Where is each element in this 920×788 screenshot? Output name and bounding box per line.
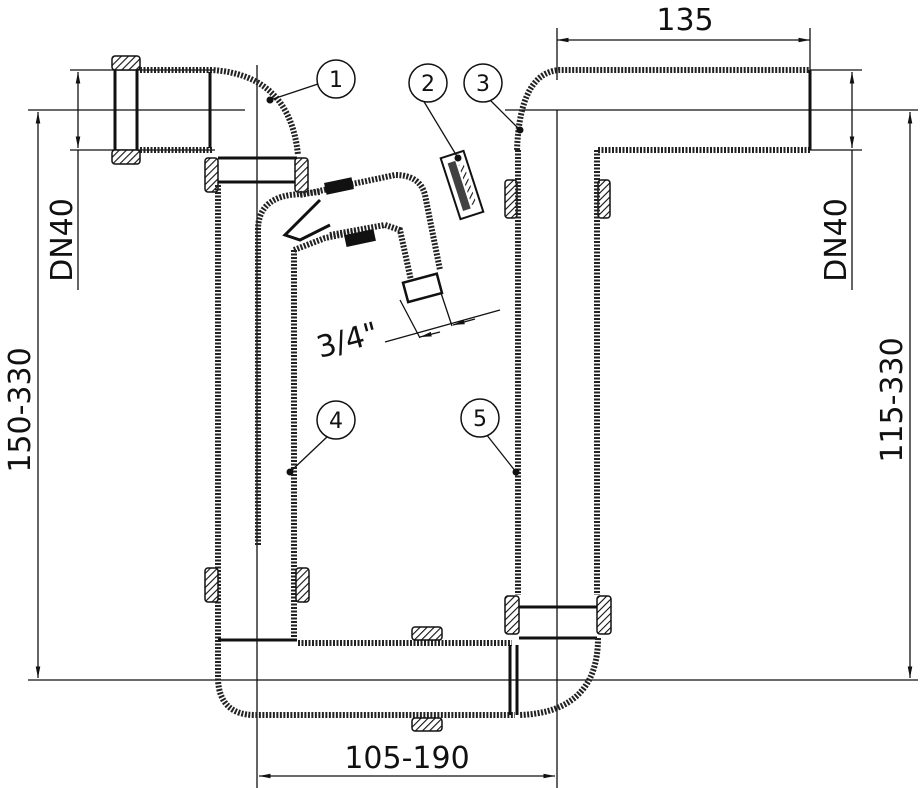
- right-outlet-elbow: [504, 67, 812, 640]
- dim-top-width: 135: [656, 3, 713, 38]
- dim-right-height: 115-330: [875, 337, 910, 462]
- bottom-u-pipe: [215, 626, 601, 732]
- valve-branch: [282, 171, 444, 304]
- dim-bottom-width: 105-190: [344, 741, 469, 776]
- dim-right-diameter: DN40: [819, 198, 854, 282]
- callout-3: 3: [463, 63, 503, 103]
- svg-text:2: 2: [421, 72, 435, 97]
- dim-left-diameter: DN40: [45, 198, 80, 282]
- svg-text:5: 5: [473, 407, 487, 432]
- dim-left-height: 150-330: [3, 347, 38, 472]
- callout-5: 5: [460, 398, 500, 438]
- left-vertical-pipes: [204, 185, 356, 640]
- callouts: 1 2 3 4 5: [266, 59, 524, 476]
- callout-2: 2: [408, 63, 448, 103]
- callout-1: 1: [316, 59, 356, 99]
- dimension-lines: [28, 28, 918, 788]
- dim-valve-thread: 3/4": [313, 316, 382, 366]
- callout-4: 4: [316, 400, 356, 440]
- svg-text:1: 1: [329, 68, 343, 93]
- svg-text:4: 4: [329, 409, 343, 434]
- svg-text:3: 3: [476, 72, 490, 97]
- gasket-part: [439, 149, 485, 221]
- left-inlet-elbow: [111, 55, 309, 193]
